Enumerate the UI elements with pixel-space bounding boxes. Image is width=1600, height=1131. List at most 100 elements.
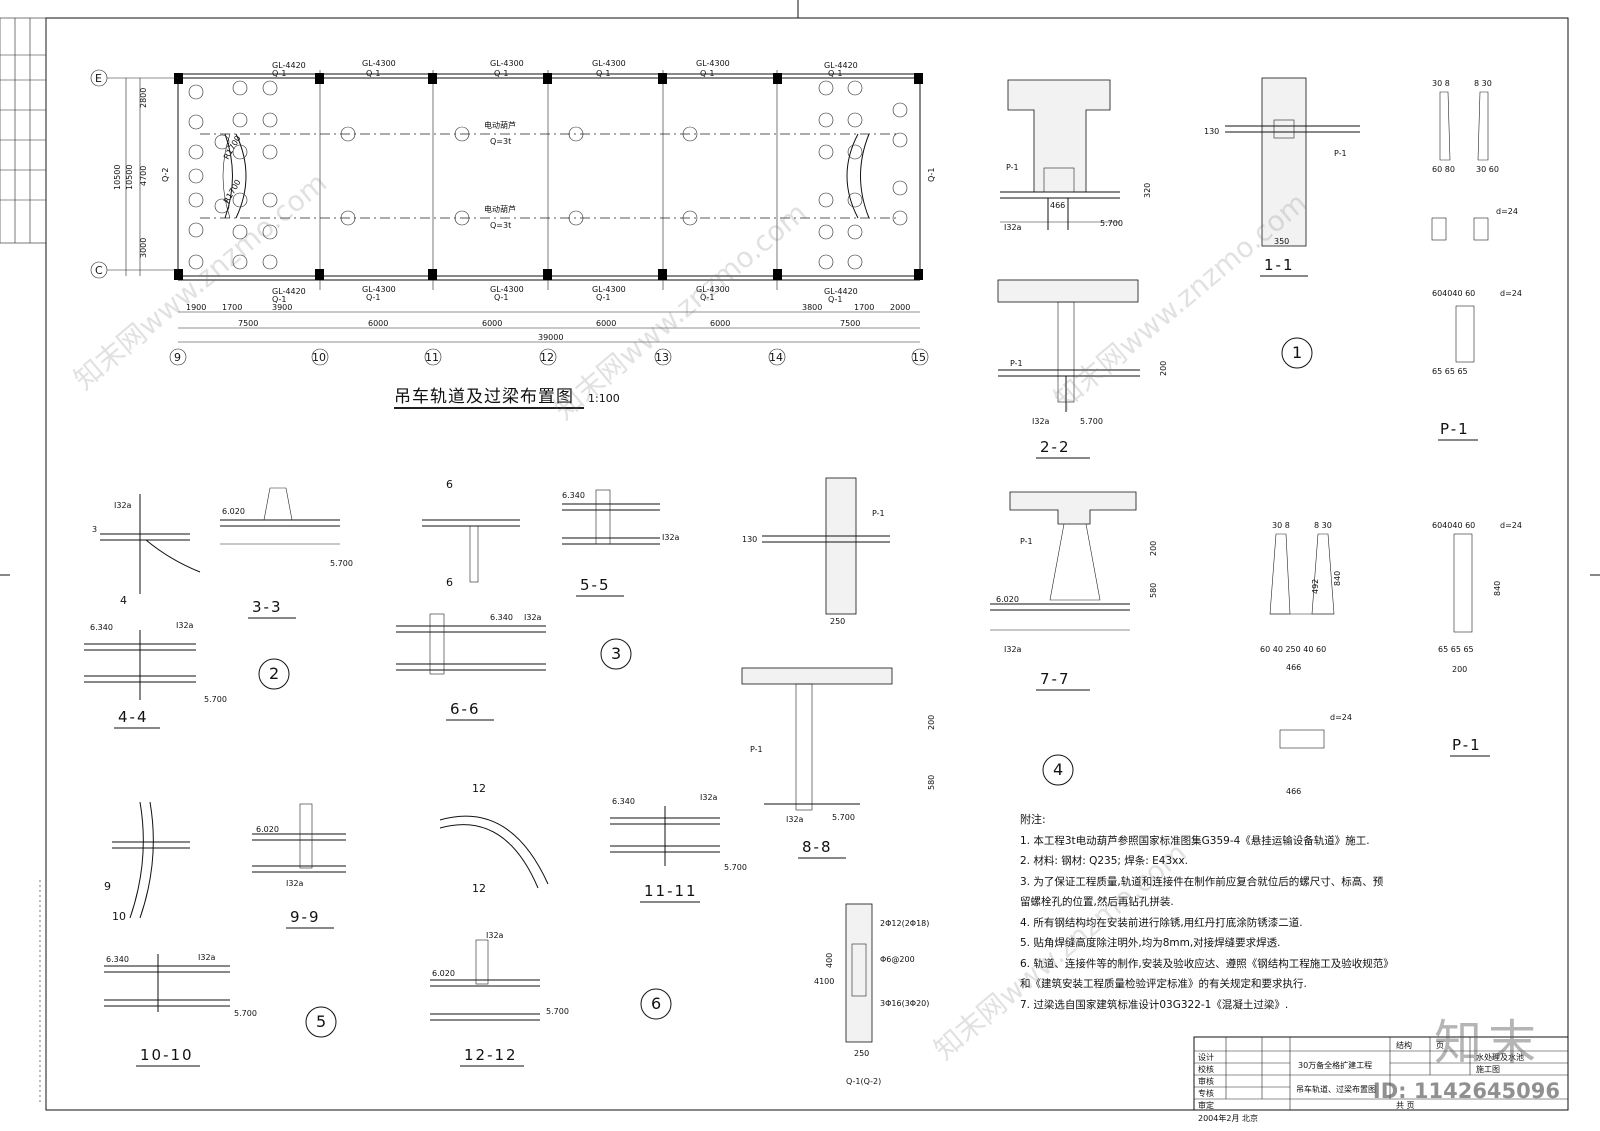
axis-11: 11 — [425, 351, 439, 364]
p1-top2: 8 30 — [1474, 79, 1492, 88]
axis-15: 15 — [912, 351, 926, 364]
section-7-7: P-1 6.020 I32a 580 200 7-7 — [990, 491, 1158, 691]
note-3: 3. 为了保证工程质量,轨道和连接件在制作前应复合就位后的螺尺寸、标高、预 — [1020, 875, 1384, 888]
beam-sub-bot-1: Q-1 — [272, 295, 287, 304]
detail-3: 3 — [611, 644, 621, 663]
tb-col3: 共 页 — [1396, 1101, 1415, 1110]
sec77-580: 580 — [1149, 583, 1158, 598]
p1m-466b: 466 — [1286, 787, 1301, 796]
beam-sub-bot-2: Q-1 — [366, 293, 381, 302]
sec11-350: 350 — [1274, 237, 1289, 246]
s88-i32a: I32a — [786, 815, 804, 824]
tb-item1: 水处理及水池 — [1476, 1052, 1524, 1062]
beam-label-bot-3: GL-4300 — [490, 285, 524, 294]
sec1-elev: 5.700 — [1100, 219, 1123, 228]
note-6b: 和《建筑安装工程质量检验评定标准》的有关规定和要求执行. — [1020, 978, 1307, 990]
bay-dim-2: 6000 — [368, 319, 388, 328]
p1-dim4: 65 65 65 — [1432, 367, 1468, 376]
beam-sub-bot-6: Q-1 — [828, 295, 843, 304]
p1-title-mid: P-1 — [1452, 736, 1482, 754]
radius-label-1: R1700 — [222, 134, 243, 161]
p1m-840: 840 — [1333, 571, 1342, 586]
lintel-rebar2: Φ6@200 — [880, 955, 915, 964]
section-5-5-title: 5-5 — [580, 576, 611, 594]
title-block: 设计 校核 审核 专核 审定 30万备全格扩建工程 吊车轨道、过梁布置图 200… — [1193, 1036, 1569, 1123]
section-4-4-title: 4-4 — [118, 708, 149, 726]
sec22-i32a: I32a — [1032, 417, 1050, 426]
lintel-400: 400 — [825, 953, 834, 968]
axis-e: E — [95, 72, 102, 85]
detail-5: 5 — [316, 1012, 326, 1031]
s9-cut: 9 — [104, 880, 111, 893]
beam-label-top-4: GL-4300 — [592, 59, 626, 68]
sub-dim-left-1: 1900 — [186, 303, 206, 312]
sec77-elev: 6.020 — [996, 595, 1019, 604]
sec77-i32a: I32a — [1004, 645, 1022, 654]
p1r-840: 840 — [1493, 581, 1502, 596]
s6-cut-bot: 6 — [446, 576, 453, 589]
axis-12: 12 — [540, 351, 554, 364]
tb-col2: 页 — [1436, 1041, 1444, 1050]
sec1-i32a: I32a — [1004, 223, 1022, 232]
section-9-9-title: 9-9 — [290, 908, 321, 926]
sec1-466: 466 — [1050, 201, 1065, 210]
p1-title-top: P-1 — [1440, 420, 1470, 438]
beam-sub-bot-4: Q-1 — [596, 293, 611, 302]
section-4-4: 6.340 I32a 5.700 4-4 — [84, 621, 227, 729]
section-12-12-title: 12-12 — [464, 1046, 518, 1064]
plan-title: 吊车轨道及过梁布置图 — [394, 387, 574, 407]
s55-elev: 6.340 — [562, 491, 585, 500]
sub-dim-right-3: 2000 — [890, 303, 910, 312]
beam-label-top-6: GL-4420 — [824, 61, 858, 70]
lintel-250: 250 — [854, 1049, 869, 1058]
beam-sub-top-4: Q-1 — [596, 69, 611, 78]
left-dim-2: 4700 — [139, 166, 148, 186]
beam-label-bot-1: GL-4420 — [272, 287, 306, 296]
section-9-9-group: 9 10 6.020 I32a 9-9 — [104, 801, 346, 929]
section-1-1: 130 P-1 350 1-1 — [1204, 77, 1360, 277]
sec22-200: 200 — [1159, 361, 1168, 376]
s3-label-3a: 3 — [92, 525, 97, 534]
section-10-10-title: 10-10 — [140, 1046, 194, 1064]
left-total-1: 10500 — [113, 165, 122, 190]
beam-label-bot-5: GL-4300 — [696, 285, 730, 294]
tb-date: 2004年2月 北京 — [1198, 1113, 1258, 1123]
lintel-rebar3: 3Φ16(3Φ20) — [880, 999, 929, 1008]
p1-detail-mid: 30 8 8 30 840 492 60 40 250 40 60 466 d=… — [1260, 521, 1352, 796]
sub-dim-right-1: 3800 — [802, 303, 822, 312]
tb-row-4: 专核 — [1198, 1088, 1214, 1098]
beam-label-top-5: GL-4300 — [696, 59, 730, 68]
p1m-top1: 30 8 — [1272, 521, 1290, 530]
lintel-title: Q-1(Q-2) — [846, 1077, 881, 1086]
section-8-8-title: 8-8 — [802, 838, 833, 856]
sec22-p1: P-1 — [1010, 359, 1023, 368]
beam-sub-top-2: Q-1 — [366, 69, 381, 78]
s1212-elev2: 5.700 — [546, 1007, 569, 1016]
sheet-frame — [45, 17, 1569, 1111]
bay-dim-1: 7500 — [238, 319, 258, 328]
lintel-rebar1: 2Φ12(2Φ18) — [880, 919, 929, 928]
section-8-8-group: 130 P-1 250 P-1 I32a 5.700 200 580 8-8 — [741, 477, 936, 859]
s3-elev2: 5.700 — [330, 559, 353, 568]
section-1-1-title: 1-1 — [1264, 256, 1295, 274]
note-1: 1. 本工程3t电动葫芦参照国家标准图集G359-4《悬挂运输设备轨道》施工. — [1020, 834, 1370, 847]
section-11-11-group: 12 12 6.340 I32a 5.700 11-11 — [439, 782, 747, 903]
sub-dim-right-2: 1700 — [854, 303, 874, 312]
notes-title: 附注: — [1020, 813, 1046, 826]
tb-item2: 施工图 — [1476, 1064, 1500, 1074]
tb-sheet-title: 吊车轨道、过梁布置图 — [1296, 1084, 1376, 1094]
section-1-upper: I32a P-1 466 320 5.700 — [1000, 79, 1152, 232]
s10-cut: 10 — [112, 910, 126, 923]
detail-6: 6 — [651, 994, 661, 1013]
p1m-d24: d=24 — [1330, 713, 1352, 722]
s88-580: 580 — [927, 775, 936, 790]
section-7-7-title: 7-7 — [1040, 670, 1071, 688]
axis-9: 9 — [174, 351, 181, 364]
crane-rail-plan: GL-4420 GL-4300 GL-4300 GL-4300 GL-4300 … — [90, 59, 936, 409]
detail-1: 1 — [1292, 343, 1302, 362]
p1m-dim6: 60 40 250 40 60 — [1260, 645, 1326, 654]
note-7: 7. 过梁选自国家建筑标准设计03G322-1《混凝土过梁》. — [1020, 998, 1289, 1011]
beam-label-top-2: GL-4300 — [362, 59, 396, 68]
s88-200: 200 — [927, 715, 936, 730]
p1-d24-b: d=24 — [1500, 289, 1522, 298]
